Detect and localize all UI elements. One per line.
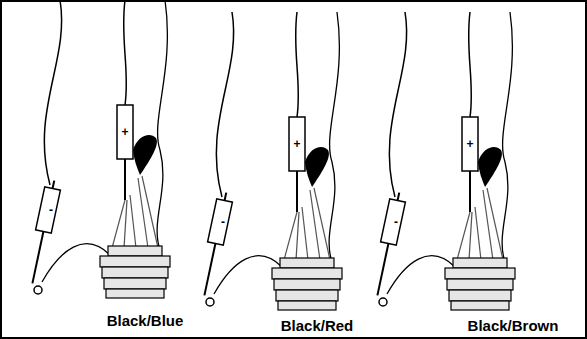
polarity-sign: - [221,216,225,228]
polarity-sign: + [121,126,128,138]
polarity-sign: + [466,138,473,150]
wire-color-label: Black/Brown [468,317,559,334]
connector-probe-set [197,12,342,310]
wire-color-label: Black/Red [281,317,354,334]
polarity-sign: + [293,138,300,150]
connector-probe-set [25,0,170,298]
polarity-sign: - [49,204,53,216]
wire-color-label: Black/Blue [107,312,184,329]
polarity-sign: - [394,216,398,228]
connector-probe-set [370,12,515,310]
